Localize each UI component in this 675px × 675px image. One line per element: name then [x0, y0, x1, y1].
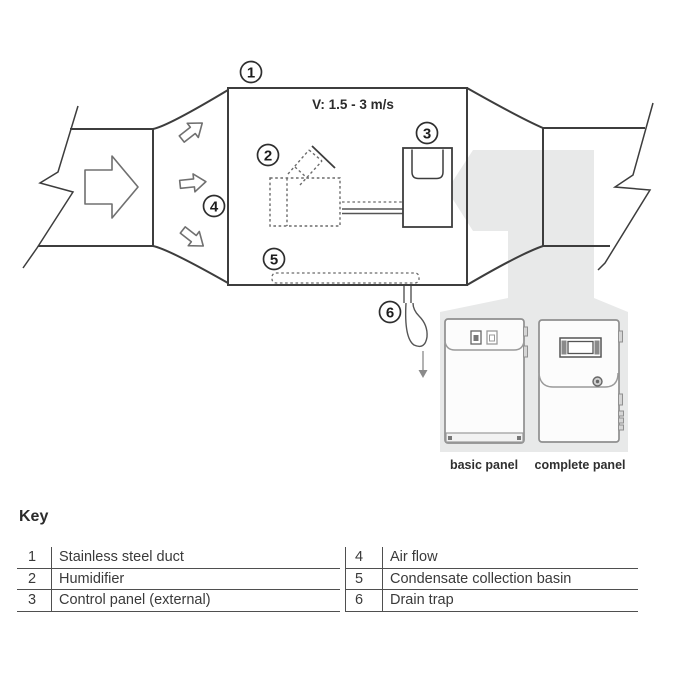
humidifier-outline [269, 149, 341, 227]
complete-panel-gland [618, 417, 624, 424]
key-item-label: Drain trap [390, 592, 454, 609]
air-flow-small-arrow-icon [179, 226, 205, 247]
complete-panel-gland [618, 410, 624, 417]
svg-text:6: 6 [386, 304, 394, 321]
callout-5: 5 [262, 247, 286, 271]
callout-1: 1 [239, 60, 263, 84]
svg-text:2: 2 [264, 147, 272, 164]
callout-2: 2 [256, 143, 280, 167]
svg-text:3: 3 [423, 125, 431, 142]
outlet-duct [466, 87, 654, 286]
callout-markers: 1 2 3 4 5 6 [202, 60, 439, 324]
humidifier-fan-outlet [311, 145, 336, 169]
complete-panel-display-window [567, 340, 594, 355]
drain-trap [403, 286, 428, 348]
key-item-number: 4 [346, 547, 383, 568]
key-item-number: 5 [346, 568, 383, 589]
complete-panel-hinge [618, 393, 623, 406]
key-item-label: Stainless steel duct [59, 549, 184, 566]
svg-text:5: 5 [270, 251, 278, 268]
velocity-label: V: 1.5 - 3 m/s [312, 97, 394, 112]
air-flow-large-arrow-icon [84, 155, 139, 219]
key-item-label: Control panel (external) [59, 592, 211, 609]
basic-panel-hinge [523, 326, 528, 337]
air-flow-arrows [84, 122, 207, 247]
complete-panel-hinge [618, 330, 623, 343]
key-row: 6 Drain trap [346, 590, 638, 612]
complete-panel-illustration [538, 319, 624, 443]
key-item-label: Humidifier [59, 570, 125, 587]
key-row: 5 Condensate collection basin [346, 568, 638, 590]
svg-text:4: 4 [210, 198, 219, 215]
callout-6: 6 [378, 300, 402, 324]
key-table-left: 1 Stainless steel duct 2 Humidifier 3 Co… [17, 547, 340, 612]
key-item-number: 1 [17, 547, 52, 568]
callout-4: 4 [202, 194, 226, 218]
key-item-number: 2 [17, 568, 52, 589]
key-item-label: Condensate collection basin [390, 570, 572, 587]
basic-panel-button-inner [473, 335, 479, 341]
duct-break-symbol-right [597, 102, 654, 271]
key-row: 4 Air flow [346, 547, 638, 569]
air-flow-small-arrow-icon [178, 122, 204, 143]
control-panel-display [411, 149, 444, 180]
key-row: 2 Humidifier [17, 568, 340, 590]
key-item-number: 3 [17, 590, 52, 611]
key-row: 3 Control panel (external) [17, 590, 340, 612]
basic-panel-door-seam [444, 340, 525, 351]
svg-text:1: 1 [247, 64, 255, 81]
duct-chamber-outline [227, 87, 468, 286]
duct-break-symbol-left [22, 105, 79, 269]
drain-flow-arrow-icon [418, 351, 428, 378]
inlet-duct [22, 89, 229, 284]
control-panel-outline [402, 147, 453, 228]
condensate-basin-outline [271, 272, 420, 284]
basic-panel-hinge [523, 345, 528, 358]
basic-panel-button-inner [489, 334, 495, 342]
diagram-canvas: V: 1.5 - 3 m/s 1 2 [22, 60, 654, 472]
callout-3: 3 [415, 121, 439, 145]
panel-connection-lines [342, 201, 403, 215]
key-row: 1 Stainless steel duct [17, 547, 340, 569]
key-item-label: Air flow [390, 549, 438, 566]
basic-panel-illustration [444, 318, 528, 444]
air-flow-small-arrow-icon [178, 173, 207, 193]
complete-panel-door-seam [538, 372, 619, 388]
key-item-number: 6 [346, 590, 383, 611]
complete-panel-label: complete panel [535, 458, 626, 472]
basic-panel-vent-strip [445, 432, 524, 443]
basic-panel-button [486, 330, 498, 345]
complete-panel-gland [618, 424, 624, 431]
basic-panel-label: basic panel [450, 458, 518, 472]
key-heading: Key [19, 508, 49, 525]
key-table-right: 4 Air flow 5 Condensate collection basin… [345, 547, 638, 612]
